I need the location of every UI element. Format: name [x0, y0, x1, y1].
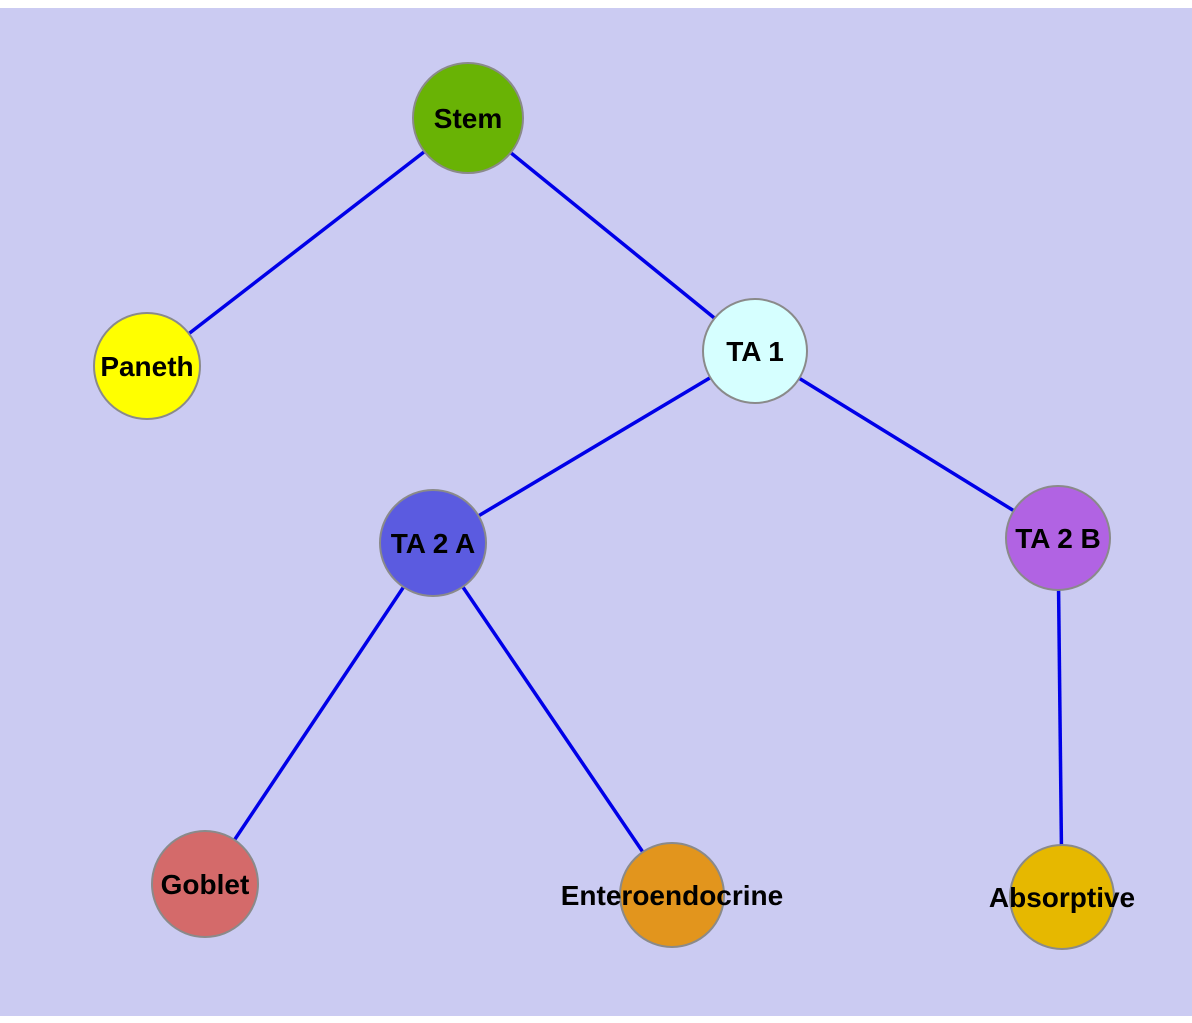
edge-ta-2-b-absorptive — [1056, 537, 1064, 898]
node-goblet[interactable]: Goblet — [151, 830, 259, 938]
edges-layer — [145, 116, 1064, 898]
enteroendocrine-circle[interactable] — [619, 842, 725, 948]
node-stem[interactable]: Stem — [412, 62, 524, 174]
ta-1-circle[interactable] — [702, 298, 808, 404]
edge-ta-1-ta-2-b — [754, 349, 1059, 540]
node-paneth[interactable]: Paneth — [93, 312, 201, 420]
node-ta-1[interactable]: TA 1 — [702, 298, 808, 404]
edge-ta-2-a-goblet — [203, 542, 435, 885]
ta-2-a-circle[interactable] — [379, 489, 487, 597]
edge-stem-paneth — [145, 116, 470, 368]
edge-ta-2-a-enteroendocrine — [431, 542, 674, 896]
node-ta-2-a[interactable]: TA 2 A — [379, 489, 487, 597]
absorptive-circle[interactable] — [1009, 844, 1115, 950]
node-ta-2-b[interactable]: TA 2 B — [1005, 485, 1111, 591]
edge-ta-1-ta-2-a — [432, 349, 756, 545]
ta-2-b-circle[interactable] — [1005, 485, 1111, 591]
paneth-circle[interactable] — [93, 312, 201, 420]
stem-circle[interactable] — [412, 62, 524, 174]
edge-stem-ta-1 — [466, 116, 757, 353]
goblet-circle[interactable] — [151, 830, 259, 938]
